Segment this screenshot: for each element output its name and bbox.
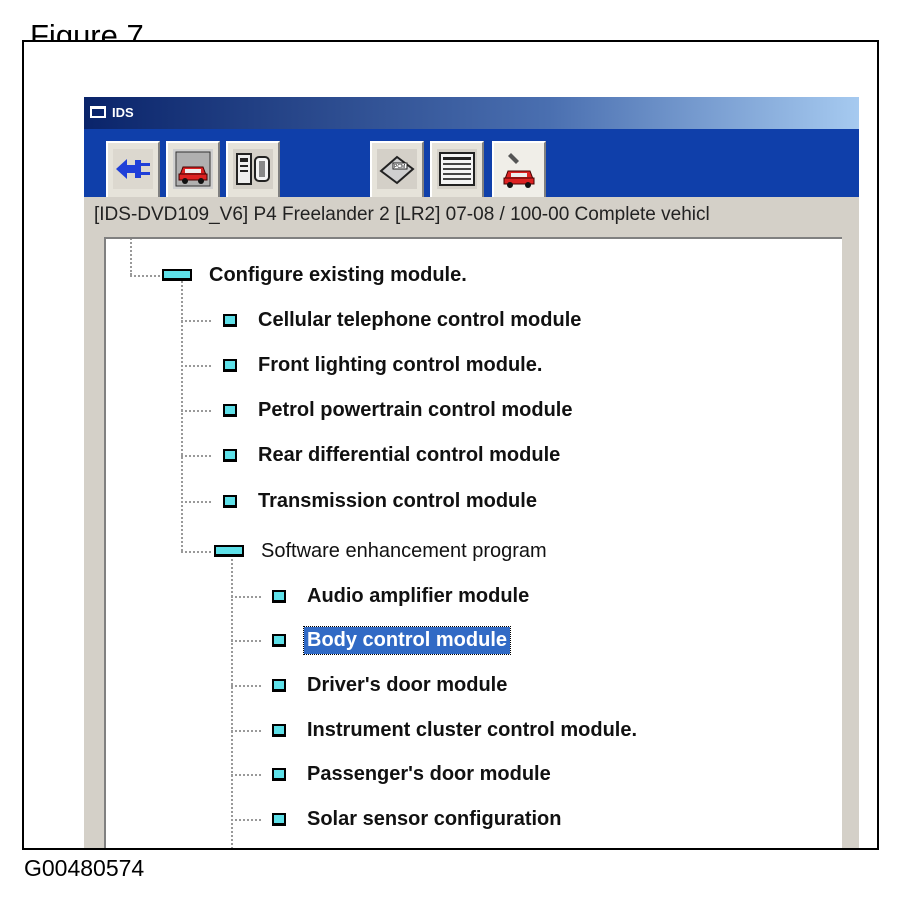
module-button[interactable]: PCM — [370, 141, 424, 197]
module-node-icon — [272, 812, 286, 826]
module-node-icon — [272, 678, 286, 692]
vehicle-icon — [173, 149, 213, 189]
connect-icon — [113, 149, 153, 189]
tree-item[interactable]: Audio amplifier module — [272, 580, 532, 612]
datalogger-button[interactable] — [226, 141, 280, 197]
folder-open-icon — [214, 545, 244, 557]
recorder-button[interactable] — [430, 141, 484, 197]
tree-item[interactable]: Rear differential control module — [223, 439, 563, 471]
tree-item[interactable]: Cellular telephone control module — [223, 304, 584, 336]
tree-item[interactable]: Petrol powertrain control module — [223, 394, 575, 426]
vehicle-button[interactable] — [166, 141, 220, 197]
module-tree: Configure existing module. Cellular tele… — [104, 237, 842, 848]
vehicle-repair-button[interactable] — [492, 141, 546, 197]
tree-guide — [130, 239, 132, 275]
module-node-icon — [272, 767, 286, 781]
tree-item[interactable]: Passenger's door module — [272, 758, 554, 790]
title-bar[interactable]: IDS — [84, 97, 859, 129]
module-node-icon — [223, 313, 237, 327]
recorder-icon — [437, 149, 477, 189]
window-icon — [90, 106, 106, 118]
svg-text:PCM: PCM — [394, 164, 405, 170]
tree-item[interactable]: Solar sensor configuration — [272, 803, 564, 835]
figure-code: G00480574 — [24, 855, 145, 881]
module-node-icon — [223, 494, 237, 508]
tree-item[interactable]: Instrument cluster control module. — [272, 714, 640, 746]
tree-item[interactable]: Front lighting control module. — [223, 349, 545, 381]
tree-item-selected[interactable]: Body control module — [272, 624, 511, 656]
tree-guide — [231, 551, 233, 848]
module-node-icon — [223, 448, 237, 462]
module-node-icon — [223, 403, 237, 417]
path-breadcrumb: [IDS-DVD109_V6] P4 Freelander 2 [LR2] 07… — [84, 197, 859, 233]
module-node-icon — [272, 723, 286, 737]
tree-guide — [181, 277, 183, 551]
vehicle-repair-icon — [499, 149, 539, 189]
module-node-icon — [272, 589, 286, 603]
datalogger-icon — [233, 149, 273, 189]
toolbar: PCM — [84, 129, 859, 197]
tree-node-software-enhancement-program[interactable]: Software enhancement program — [214, 535, 550, 567]
window-title: IDS — [112, 105, 134, 120]
connect-button[interactable] — [106, 141, 160, 197]
module-node-icon — [272, 633, 286, 647]
tree-node-configure-existing-module[interactable]: Configure existing module. — [162, 259, 470, 291]
folder-open-icon — [162, 269, 192, 281]
module-node-icon — [223, 358, 237, 372]
figure-frame: IDS — [22, 40, 879, 850]
tree-item[interactable]: Transmission control module — [223, 485, 540, 517]
ids-window: IDS — [84, 97, 859, 848]
module-icon: PCM — [377, 149, 417, 189]
tree-item[interactable]: Driver's door module — [272, 669, 510, 701]
